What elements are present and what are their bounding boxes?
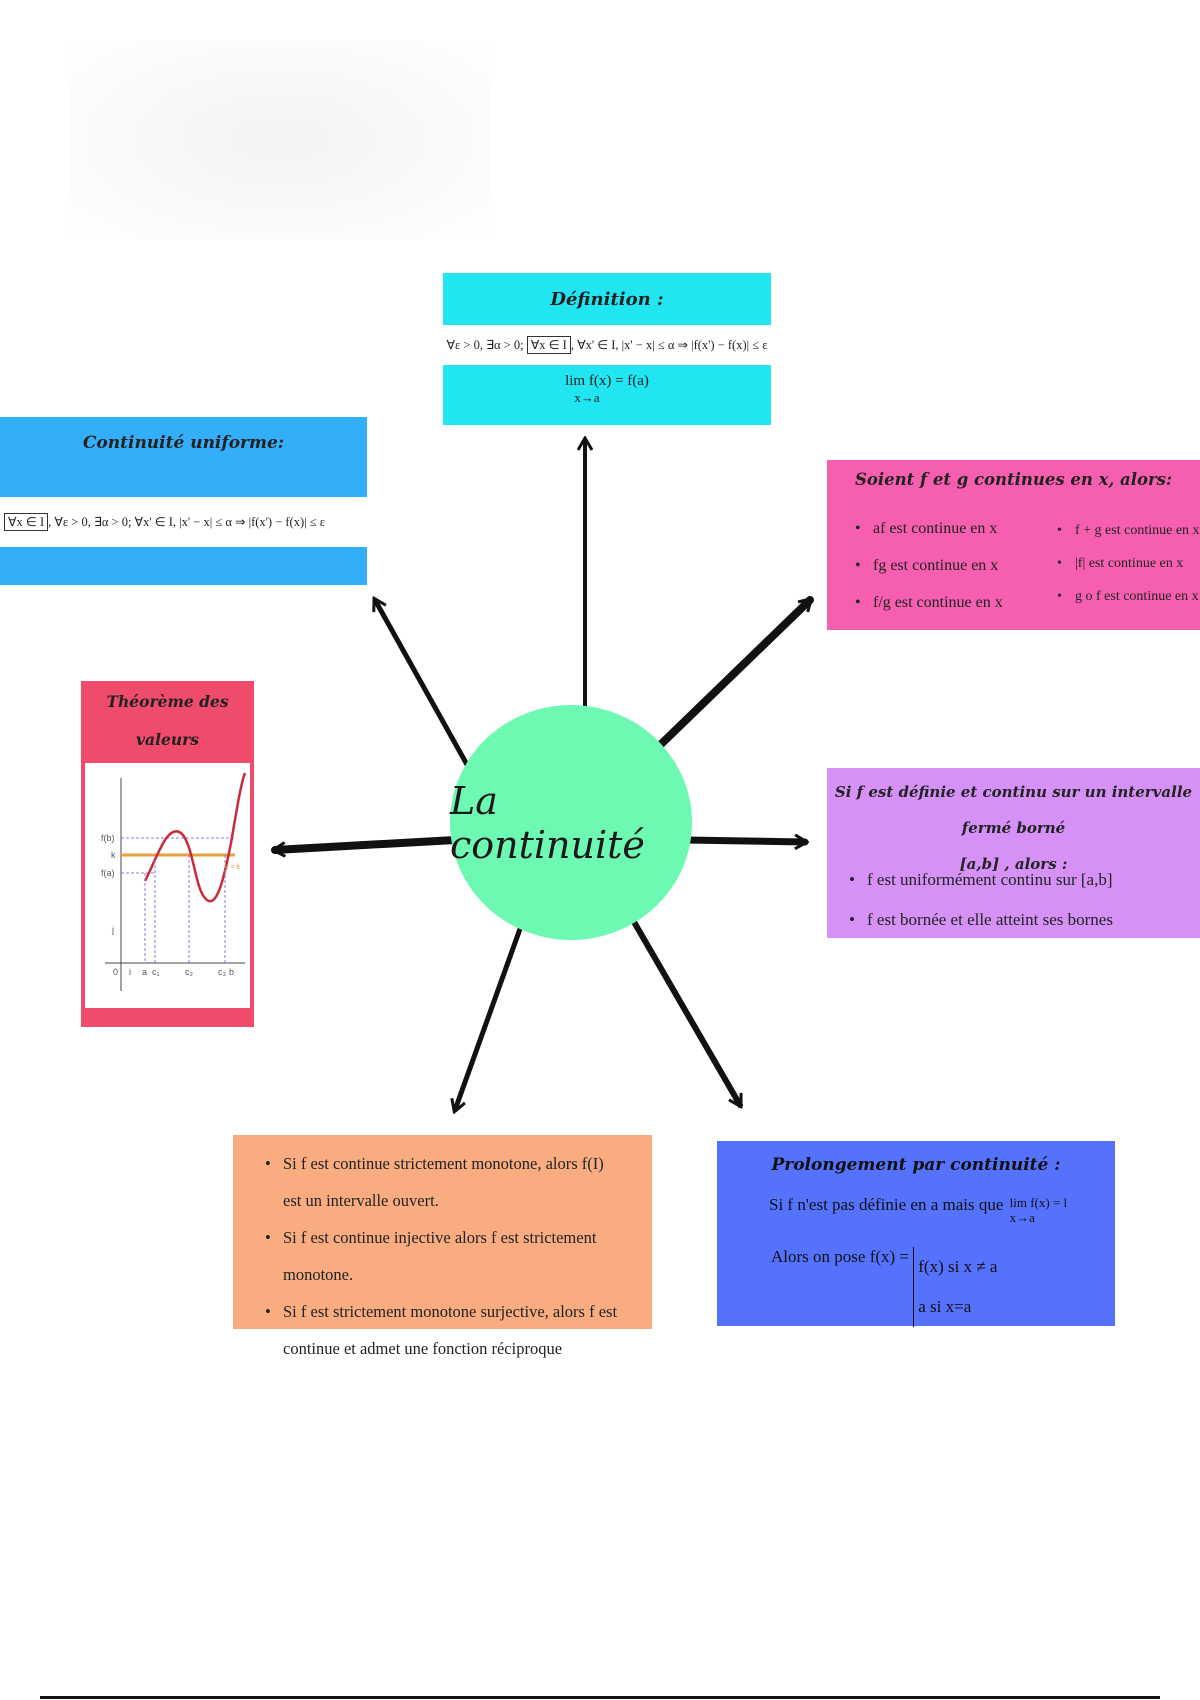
closed-interval-box: Si f est définie et continu sur un inter… <box>827 768 1200 940</box>
list-item: g o f est continue en x <box>1051 580 1200 613</box>
graph-label-yk: y = k <box>225 864 240 871</box>
extension-limit: lim f(x) = l x→a <box>1009 1195 1068 1225</box>
monotone-box: Si f est continue strictement monotone, … <box>233 1135 652 1358</box>
definition-formula: ∀ε > 0, ∃α > 0; ∀x ∈ I , ∀x' ∈ I, |x' − … <box>443 325 771 365</box>
definition-heading: Définition : <box>550 289 664 310</box>
list-item: |f| est continue en x <box>1051 547 1200 580</box>
closed-interval-list: f est uniformément continu sur [a,b] f e… <box>843 860 1113 940</box>
center-title: La continuité <box>450 778 645 867</box>
list-item: f/g est continue en x <box>849 584 1003 621</box>
graph-label-j: j <box>111 925 114 935</box>
tvi-box: Théorème des valeurs intermédiaires f(b)… <box>81 681 254 1027</box>
operations-box: Soient f et g continues en x, alors: af … <box>827 460 1200 630</box>
monotone-list: Si f est continue strictement monotone, … <box>259 1145 619 1367</box>
operations-left-list: af est continue en x fg est continue en … <box>849 510 1003 621</box>
arrow-to-closed-interval <box>681 840 805 842</box>
center-node: La continuité <box>450 705 692 940</box>
list-item: f est bornée et elle atteint ses bornes <box>843 900 1113 940</box>
extension-line2: Alors on pose f(x) = f(x) si x ≠ a a si … <box>771 1247 997 1327</box>
graph-label-a: a <box>142 967 147 977</box>
list-item: af est continue en x <box>849 510 1003 547</box>
graph-label-fb: f(b) <box>101 833 115 843</box>
extension-heading: Prolongement par continuité : <box>771 1155 1061 1175</box>
operations-heading: Soient f et g continues en x, alors: <box>854 470 1173 489</box>
definition-box: Définition : ∀ε > 0, ∃α > 0; ∀x ∈ I , ∀x… <box>443 273 771 425</box>
tvi-graph-panel: f(b) k f(a) j 0 i a c₁ c₂ c₃ b y = k <box>85 763 250 1008</box>
arrow-to-tvi <box>275 836 459 850</box>
graph-label-k: k <box>111 850 116 860</box>
extension-cases: f(x) si x ≠ a a si x=a <box>913 1247 997 1327</box>
list-item: Si f est strictement monotone surjective… <box>259 1293 619 1367</box>
extension-box: Prolongement par continuité : Si f n'est… <box>717 1141 1115 1327</box>
graph-label-c2: c₂ <box>185 967 194 977</box>
graph-label-i: i <box>129 967 131 977</box>
extension-line1: Si f n'est pas définie en a mais que lim… <box>769 1195 1068 1225</box>
arrow-to-extension <box>627 912 743 1105</box>
graph-label-b: b <box>229 967 234 977</box>
arrow-to-operations <box>651 596 814 754</box>
list-item: f est uniformément continu sur [a,b] <box>843 860 1113 900</box>
tvi-graph: f(b) k f(a) j 0 i a c₁ c₂ c₃ b y = k <box>101 772 247 991</box>
graph-label-c3: c₃ <box>218 967 227 977</box>
list-item: fg est continue en x <box>849 547 1003 584</box>
graph-label-origin: 0 <box>113 967 118 977</box>
list-item: f + g est continue en x <box>1051 514 1200 547</box>
graph-label-fa: f(a) <box>101 868 115 878</box>
definition-limit: lim f(x) = f(a) x→a <box>565 373 649 405</box>
list-item: Si f est continue injective alors f est … <box>259 1219 619 1293</box>
list-item: Si f est continue strictement monotone, … <box>259 1145 619 1219</box>
uniform-heading: Continuité uniforme: <box>82 433 285 453</box>
uniform-formula: ∀x ∈ I , ∀ε > 0, ∃α > 0; ∀x' ∈ I, |x' − … <box>0 497 367 547</box>
operations-right-list: f + g est continue en x |f| est continue… <box>1051 514 1200 613</box>
arrow-to-monotone <box>455 912 528 1110</box>
background-ghost <box>70 40 490 240</box>
bottom-rule <box>40 1696 1160 1699</box>
uniform-box: Continuité uniforme: ∀x ∈ I , ∀ε > 0, ∃α… <box>0 417 367 585</box>
arrow-to-uniform <box>375 600 473 773</box>
graph-label-c1: c₁ <box>152 967 160 977</box>
